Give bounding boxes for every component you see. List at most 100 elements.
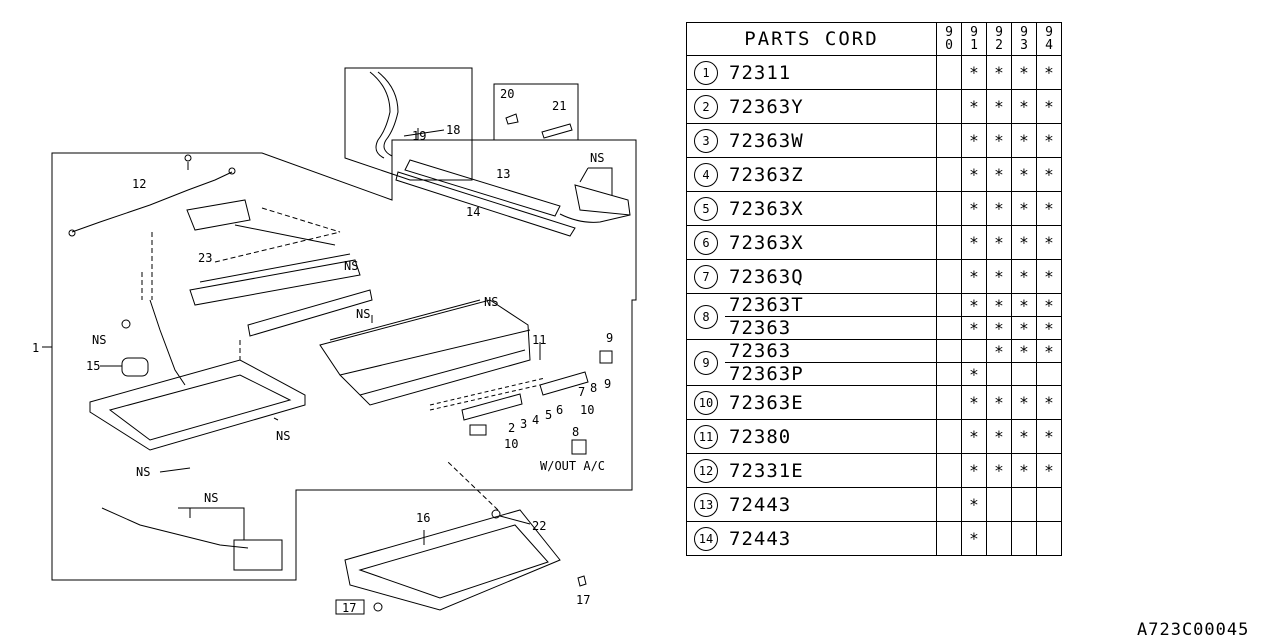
- applicability-mark: [1036, 362, 1062, 386]
- applicability-mark: *: [1036, 55, 1062, 90]
- applicability-mark: [1011, 487, 1037, 522]
- applicability-mark: [986, 487, 1012, 522]
- ns-label: NS: [204, 491, 218, 505]
- applicability-mark: [936, 453, 962, 488]
- callout-15: 15: [86, 359, 100, 373]
- ns-label: NS: [590, 151, 604, 165]
- applicability-mark: *: [961, 123, 987, 158]
- ref-number-cell: 10: [686, 385, 725, 420]
- applicability-mark: *: [1011, 339, 1037, 363]
- applicability-mark: [936, 316, 962, 340]
- applicability-mark: *: [986, 316, 1012, 340]
- callout-7: 7: [578, 385, 585, 399]
- applicability-mark: [936, 123, 962, 158]
- ns-label: NS: [136, 465, 150, 479]
- applicability-mark: *: [961, 419, 987, 454]
- ref-number-cell: 9: [686, 339, 725, 386]
- applicability-mark: *: [1011, 453, 1037, 488]
- applicability-mark: *: [1036, 385, 1062, 420]
- callout-14: 14: [466, 205, 480, 219]
- ref-number-cell: 1: [686, 55, 725, 90]
- applicability-mark: *: [1036, 453, 1062, 488]
- applicability-mark: *: [986, 453, 1012, 488]
- applicability-mark: *: [1011, 385, 1037, 420]
- applicability-mark: *: [1036, 191, 1062, 226]
- applicability-mark: *: [1036, 339, 1062, 363]
- part-code: 72363T: [725, 293, 937, 317]
- applicability-mark: [961, 339, 987, 363]
- applicability-mark: *: [961, 453, 987, 488]
- applicability-mark: *: [961, 385, 987, 420]
- applicability-mark: [936, 191, 962, 226]
- applicability-mark: [1011, 521, 1037, 556]
- ref-number: 13: [694, 492, 718, 517]
- callout-9b: 9: [604, 377, 611, 391]
- applicability-mark: *: [986, 225, 1012, 260]
- applicability-mark: *: [1036, 123, 1062, 158]
- face-panel-14: [395, 171, 576, 237]
- parts-cord-header: PARTS CORD: [686, 22, 937, 56]
- ref-number: 4: [694, 162, 718, 187]
- callout-16: 16: [416, 511, 430, 525]
- clip-21: [541, 123, 573, 139]
- applicability-mark: *: [961, 89, 987, 124]
- button-9: [599, 350, 613, 364]
- applicability-mark: *: [986, 191, 1012, 226]
- applicability-mark: [936, 225, 962, 260]
- applicability-mark: *: [1011, 293, 1037, 317]
- applicability-mark: *: [1011, 55, 1037, 90]
- applicability-mark: *: [1011, 225, 1037, 260]
- callout-4: 4: [532, 413, 539, 427]
- ref-number-cell: 2: [686, 89, 725, 124]
- assembly-frame-outline: [51, 139, 637, 581]
- applicability-mark: *: [986, 385, 1012, 420]
- applicability-mark: *: [1036, 419, 1062, 454]
- applicability-mark: [936, 385, 962, 420]
- callout-10a: 10: [580, 403, 594, 417]
- part-code: 72363E: [725, 385, 937, 420]
- ref-number: 12: [694, 458, 718, 483]
- applicability-mark: *: [961, 225, 987, 260]
- ref-number-cell: 13: [686, 487, 725, 522]
- clip-box-outline: [493, 83, 579, 141]
- part-code: 72443: [725, 521, 937, 556]
- table-row: 72363****: [687, 316, 1062, 340]
- hose-19: [369, 71, 391, 159]
- applicability-mark: *: [986, 157, 1012, 192]
- callout-22: 22: [532, 519, 546, 533]
- harness-lower: [101, 507, 249, 549]
- ref-number-cell: 3: [686, 123, 725, 158]
- ref-number: 14: [694, 526, 718, 551]
- part-code: 72311: [725, 55, 937, 90]
- wout-ac-label: W/OUT A/C: [540, 459, 605, 473]
- applicability-mark: *: [986, 123, 1012, 158]
- applicability-mark: *: [961, 157, 987, 192]
- callout-17b: 17: [576, 593, 590, 607]
- part-code: 72363X: [725, 191, 937, 226]
- applicability-mark: *: [986, 259, 1012, 294]
- ns-label: NS: [344, 259, 358, 273]
- base-plate-16: [344, 509, 561, 611]
- callout-9a: 9: [606, 331, 613, 345]
- applicability-mark: *: [1036, 259, 1062, 294]
- part-code: 72363Z: [725, 157, 937, 192]
- applicability-mark: *: [1036, 225, 1062, 260]
- applicability-mark: *: [1036, 157, 1062, 192]
- applicability-mark: *: [1011, 89, 1037, 124]
- part-code: 72443: [725, 487, 937, 522]
- ns-label: NS: [484, 295, 498, 309]
- applicability-mark: [936, 339, 962, 363]
- callout-17a: 17: [342, 601, 356, 615]
- callout-20: 20: [500, 87, 514, 101]
